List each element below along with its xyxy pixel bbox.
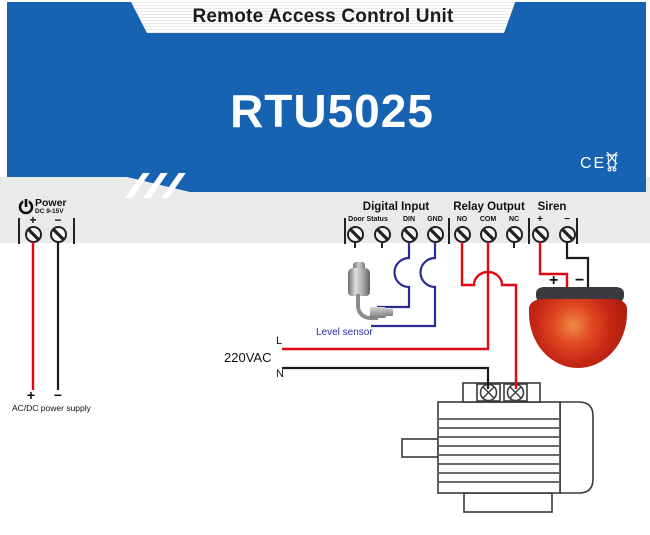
supply-minus-label: − [53, 387, 63, 403]
terminal-com [480, 226, 497, 243]
power-label: Power [35, 197, 67, 209]
relay-output-label: Relay Output [453, 201, 525, 213]
motor-drawing [401, 382, 594, 513]
wire-com-to-line [282, 242, 490, 351]
siren-label: Siren [537, 201, 567, 213]
divider [344, 218, 346, 244]
wire-gnd-to-sensor [371, 242, 437, 328]
divider [18, 218, 20, 244]
divider [448, 218, 450, 244]
level-sensor-float [348, 268, 370, 296]
banner-title: Remote Access Control Unit [192, 5, 454, 27]
line-label: L [276, 335, 283, 347]
divider [576, 218, 578, 244]
terminal-door-status-2 [374, 226, 391, 243]
divider [528, 218, 530, 244]
terminal-nc [506, 226, 523, 243]
nc-label: NC [508, 216, 520, 223]
terminal-din [401, 226, 418, 243]
gnd-label: GND [427, 216, 443, 223]
level-sensor-fitting [370, 307, 386, 318]
terminal-door-status-1 [347, 226, 364, 243]
siren-plus-pin-label: + [537, 214, 543, 225]
level-sensor-elbow [356, 294, 378, 320]
level-sensor-tip [385, 309, 393, 316]
banner: Remote Access Control Unit [130, 0, 516, 33]
supply-plus-label: + [26, 387, 36, 403]
siren-minus-pin-label: − [564, 214, 570, 225]
wire-neutral-to-motor [282, 366, 490, 389]
faceplate [7, 2, 646, 192]
power-supply-label: AC/DC power supply [12, 403, 91, 413]
beacon-plus-label: + [549, 272, 559, 289]
wire-siren-positive [538, 242, 569, 296]
wire-siren-negative [565, 242, 590, 296]
ce-mark: CE [580, 155, 607, 172]
wire-din-to-sensor [377, 242, 411, 309]
power-sublabel: DC 9-15V [35, 208, 64, 215]
weee-icon [606, 151, 618, 172]
mains-label: 220VAC [224, 350, 272, 365]
power-plus-label: + [29, 213, 37, 227]
terminal-siren-minus [559, 226, 576, 243]
terminal-power-plus [25, 226, 42, 243]
com-label: COM [479, 216, 497, 223]
beacon-minus-label: − [575, 272, 585, 289]
no-label: NO [456, 216, 468, 223]
level-sensor-label: Level sensor [316, 327, 373, 338]
terminal-no [454, 226, 471, 243]
power-icon [18, 198, 34, 215]
power-minus-label: − [54, 213, 62, 227]
door-status-label: Door Status [348, 216, 388, 223]
model-label: RTU5025 [230, 85, 434, 137]
divider [73, 218, 75, 244]
level-sensor-cap [353, 262, 365, 270]
din-label: DIN [402, 216, 416, 223]
neutral-label: N [276, 368, 284, 380]
digital-input-label: Digital Input [362, 201, 430, 213]
